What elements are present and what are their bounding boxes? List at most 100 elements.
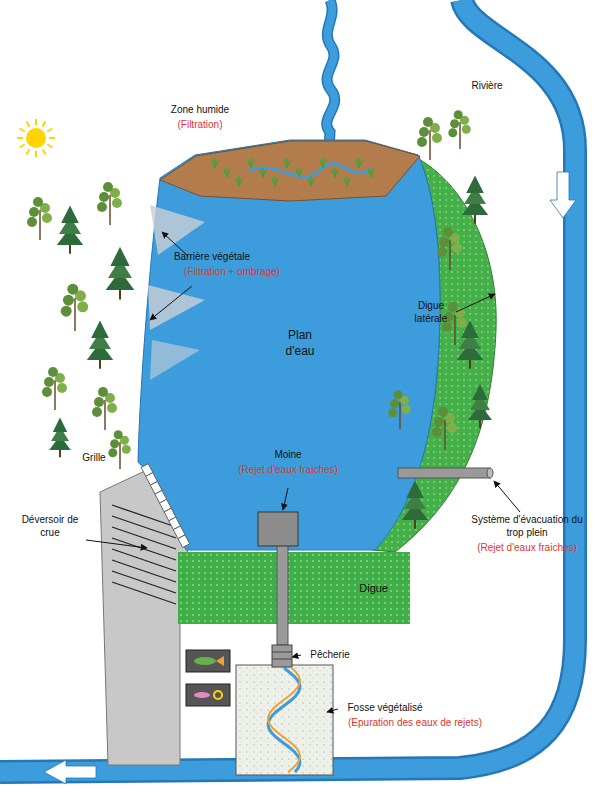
tree-trunk xyxy=(74,298,76,331)
river-label: Rivière xyxy=(457,80,517,93)
foliage xyxy=(448,302,458,312)
tree-trunk xyxy=(459,122,461,149)
foliage xyxy=(437,247,447,257)
flow-arrow xyxy=(44,760,96,784)
reed xyxy=(212,158,218,168)
foliage xyxy=(108,448,117,457)
tree-trunk xyxy=(119,290,121,300)
spillway-step xyxy=(112,549,176,571)
conifer xyxy=(91,320,109,338)
foliage xyxy=(77,301,88,312)
reed xyxy=(320,158,326,168)
tree-trunk xyxy=(59,450,61,457)
sun-ray xyxy=(27,149,30,154)
foliage xyxy=(438,407,448,417)
foliage xyxy=(432,133,442,143)
river xyxy=(0,0,575,772)
sun-ray xyxy=(35,151,37,157)
tree-trunk xyxy=(39,210,41,240)
part-label: Grille xyxy=(74,452,114,465)
part-label: Barrière végétale xyxy=(157,251,267,264)
foliage xyxy=(63,295,74,306)
spillway-step xyxy=(112,571,176,593)
reed xyxy=(332,167,338,177)
tree-trunk xyxy=(69,245,71,254)
tree-trunk xyxy=(99,360,101,369)
sun-ray xyxy=(27,122,30,127)
tree-trunk xyxy=(414,520,416,529)
function-note: (Filtration + ombrage) xyxy=(167,266,297,279)
function-note: (Rejet d'eaux fraiches) xyxy=(466,542,588,555)
foliage xyxy=(394,390,403,399)
conifer xyxy=(466,175,484,193)
foliage xyxy=(112,198,122,208)
sun-ray xyxy=(20,145,25,148)
part-label: Zone humide xyxy=(150,104,250,117)
foliage xyxy=(417,137,427,147)
foliage xyxy=(450,119,459,128)
sun-ray xyxy=(43,149,46,154)
foliage xyxy=(432,427,442,437)
spillway-step xyxy=(112,538,176,560)
reed xyxy=(224,167,230,177)
foliage xyxy=(27,217,37,227)
ditch-flow xyxy=(268,668,300,772)
sun xyxy=(17,119,55,157)
foliage xyxy=(434,417,444,427)
foliage xyxy=(103,182,113,192)
reed xyxy=(344,176,350,186)
spillway xyxy=(100,470,188,765)
foliage xyxy=(61,306,72,317)
conifer xyxy=(110,247,129,266)
reeds xyxy=(212,158,374,186)
wetland-channel xyxy=(250,164,372,177)
node-text: Digue xyxy=(359,582,388,594)
foliage xyxy=(439,237,449,247)
tree-trunk xyxy=(54,380,56,410)
part-label: Fosse végétalisé xyxy=(339,702,431,715)
foliage xyxy=(44,377,54,387)
dike-band: Digue xyxy=(178,552,410,624)
foliage xyxy=(42,213,52,223)
water-body-label-area: Plan d'eau xyxy=(275,328,325,364)
part-label: Système d'évacuation du trop plein xyxy=(466,514,588,539)
tree-trunk xyxy=(479,420,481,428)
stream xyxy=(327,0,335,150)
foliage xyxy=(114,430,123,439)
shade-wedge xyxy=(150,340,200,380)
tree-trunk xyxy=(399,402,401,429)
foliage xyxy=(110,439,119,448)
part-label: Digue latérale xyxy=(408,300,454,325)
function-note: (Filtration) xyxy=(150,119,250,132)
sun-ray xyxy=(47,145,52,148)
reed xyxy=(236,176,242,186)
foliage xyxy=(388,408,397,417)
pipe-mouth xyxy=(487,468,493,478)
shade-wedge xyxy=(150,205,205,255)
spillway-step xyxy=(112,560,176,582)
spillway-step xyxy=(112,582,176,604)
river-edge xyxy=(0,0,575,772)
sun-ray xyxy=(17,137,23,139)
part-label: Déversoir de crue xyxy=(21,514,79,539)
part-label: Pêcherie xyxy=(304,649,356,662)
flow-arrow xyxy=(550,172,576,218)
trees xyxy=(27,110,492,529)
foliage xyxy=(98,387,108,397)
spillway-step xyxy=(112,527,176,549)
tree-trunk xyxy=(449,240,451,270)
foliage xyxy=(448,128,457,137)
foliage xyxy=(99,192,109,202)
reed xyxy=(308,176,314,186)
foliage xyxy=(97,202,107,212)
spillway-steps xyxy=(112,505,176,604)
fish-trap xyxy=(272,645,292,667)
foliage xyxy=(57,383,67,393)
spillway-step xyxy=(112,516,176,538)
part-label: Moine xyxy=(258,449,318,462)
foliage xyxy=(122,445,131,454)
monk-tower xyxy=(258,512,298,546)
sun-ray xyxy=(20,129,25,132)
